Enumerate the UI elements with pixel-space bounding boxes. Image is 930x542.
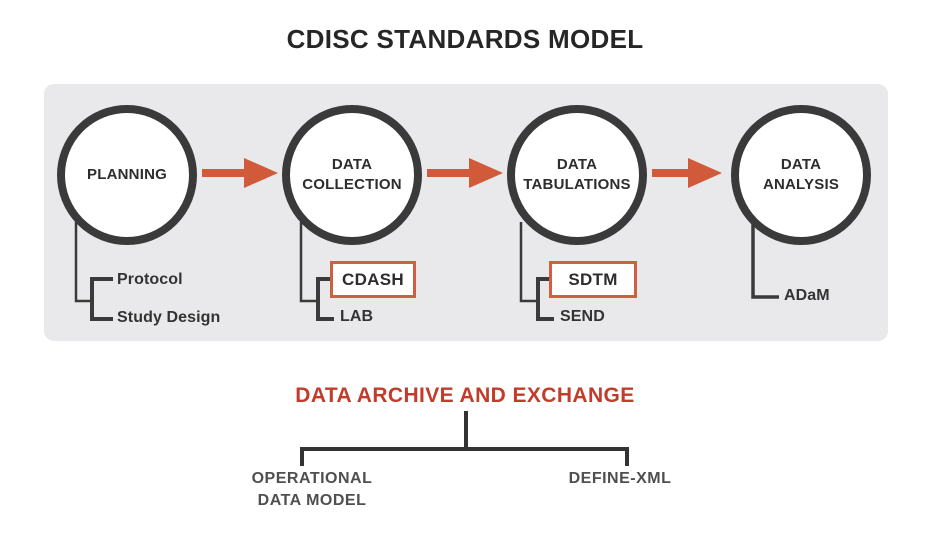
- standard-box-sdtm: SDTM: [549, 261, 637, 298]
- standard-label-lab: LAB: [340, 308, 374, 325]
- stage-label-data-analysis: DATA ANALYSIS: [762, 155, 840, 193]
- stage-circle-data-tabulations: DATA TABULATIONS: [507, 105, 647, 245]
- stage-label-data-collection: DATA COLLECTION: [302, 155, 402, 193]
- diagram-title: CDISC STANDARDS MODEL: [286, 24, 644, 54]
- stage-label-planning: PLANNING: [87, 165, 167, 183]
- connector-bracket-tabulations: [536, 277, 554, 321]
- archive-section-title: DATA ARCHIVE AND EXCHANGE: [295, 384, 635, 407]
- connector-bracket-collection: [316, 277, 334, 321]
- standard-box-cdash: CDASH: [330, 261, 416, 298]
- connector-stem-tabulations: [519, 222, 538, 303]
- standard-label-protocol: Protocol: [117, 271, 183, 288]
- standard-label-study-design: Study Design: [117, 309, 221, 326]
- archive-item-operational-data-model: OPERATIONAL DATA MODEL: [251, 470, 373, 510]
- connector-stem-analysis: [751, 222, 779, 299]
- archive-item-define-xml: DEFINE-XML: [568, 470, 672, 487]
- flow-arrow-icon-3: [652, 158, 722, 188]
- standard-label-cdash: CDASH: [342, 269, 404, 289]
- flow-arrow-icon-2: [427, 158, 503, 188]
- stage-circle-planning: PLANNING: [57, 105, 197, 245]
- stage-label-data-tabulations: DATA TABULATIONS: [523, 155, 631, 193]
- stage-circle-data-collection: DATA COLLECTION: [282, 105, 422, 245]
- standard-label-sdtm: SDTM: [568, 269, 618, 289]
- stage-circle-data-analysis: DATA ANALYSIS: [731, 105, 871, 245]
- connector-stem-planning: [74, 222, 92, 303]
- connector-bracket-planning: [90, 277, 113, 321]
- standard-label-send: SEND: [560, 308, 605, 325]
- connector-stem-collection: [299, 222, 318, 303]
- archive-tree-branches: [300, 447, 629, 466]
- standard-label-adam: ADaM: [784, 287, 830, 304]
- flow-arrow-icon-1: [202, 158, 278, 188]
